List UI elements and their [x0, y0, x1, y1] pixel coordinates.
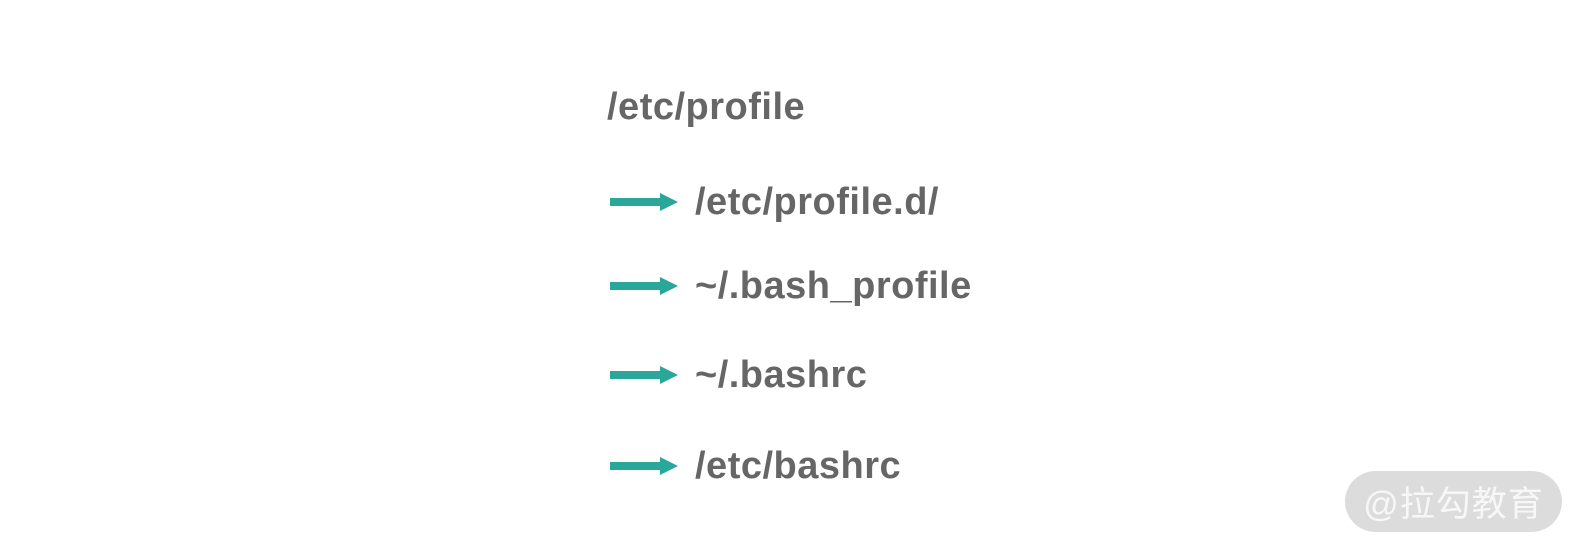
right-arrow-icon	[610, 456, 678, 476]
diagram-title: /etc/profile	[607, 86, 806, 128]
right-arrow-icon	[610, 192, 678, 212]
right-arrow-icon	[610, 276, 678, 296]
file-path-label: ~/.bash_profile	[695, 264, 972, 307]
diagram-row: ~/.bashrc	[610, 350, 867, 400]
diagram-row: /etc/profile.d/	[610, 177, 939, 227]
watermark-label: @拉勾教育	[1363, 485, 1544, 524]
file-path-label: /etc/bashrc	[695, 444, 902, 487]
diagram-row: ~/.bash_profile	[610, 261, 972, 311]
file-path-label: ~/.bashrc	[695, 353, 868, 396]
right-arrow-icon	[610, 365, 678, 385]
watermark-badge: @拉勾教育	[1345, 471, 1562, 532]
diagram-row: /etc/bashrc	[610, 441, 901, 491]
file-path-label: /etc/profile.d/	[695, 180, 939, 223]
